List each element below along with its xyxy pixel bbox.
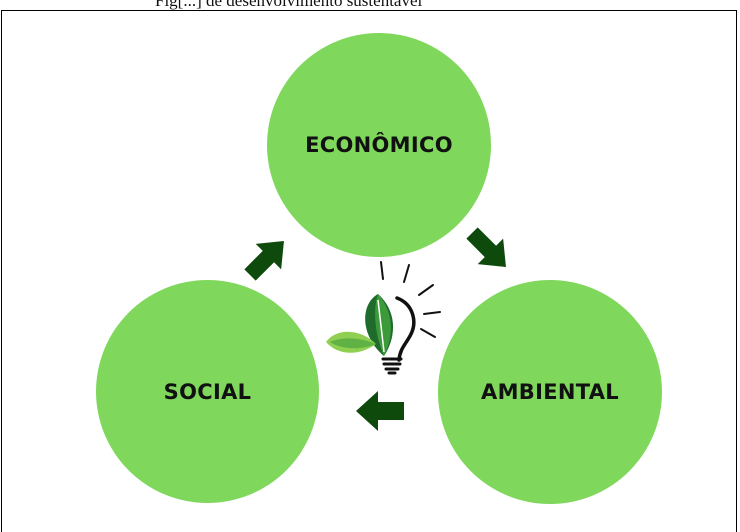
node-economico-label: ECONÔMICO bbox=[305, 133, 453, 157]
node-ambiental-label: AMBIENTAL bbox=[481, 380, 619, 404]
node-economico: ECONÔMICO bbox=[267, 33, 491, 257]
figure-caption: Fig[...] de desenvolvimento sustentável bbox=[155, 0, 423, 10]
node-social-label: SOCIAL bbox=[163, 379, 252, 404]
node-social: SOCIAL bbox=[96, 280, 319, 503]
diagram-frame bbox=[1, 10, 737, 532]
node-ambiental: AMBIENTAL bbox=[438, 280, 662, 504]
